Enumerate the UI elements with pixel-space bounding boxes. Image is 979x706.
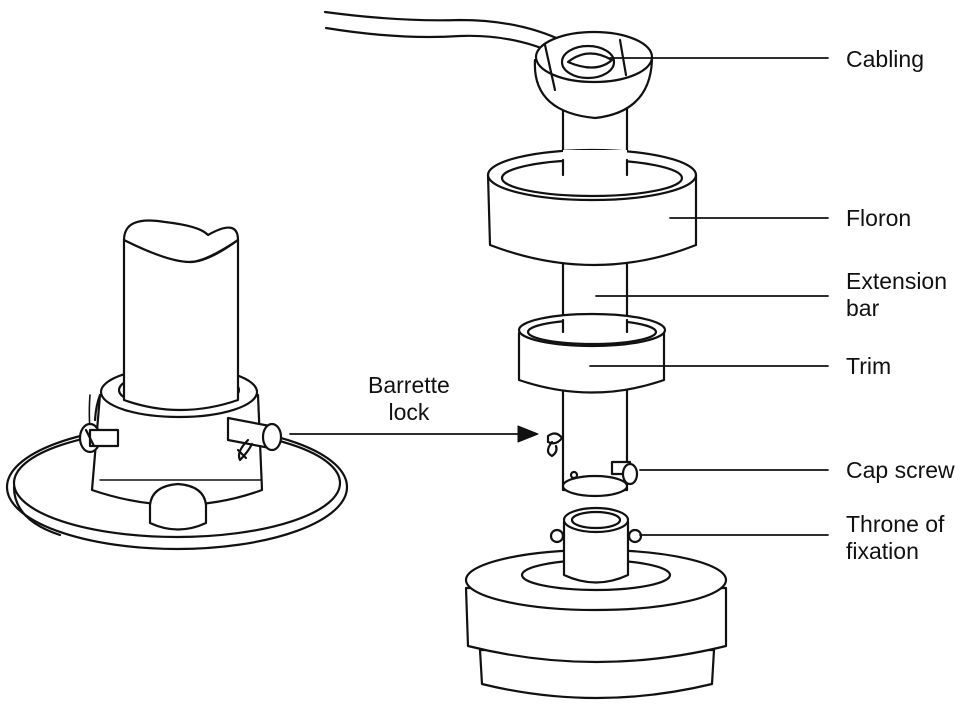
floron	[486, 148, 698, 267]
label-barrette-line2: lock	[388, 399, 430, 425]
throne-of-fixation	[464, 506, 728, 700]
label-throne-line1: Throne of	[846, 511, 945, 537]
barrette-arrowhead	[517, 425, 539, 443]
collar-barrette-lock	[226, 416, 283, 462]
label-barrette-line1: Barrette	[368, 372, 450, 398]
label-throne-line2: fixation	[846, 538, 919, 564]
trim	[517, 312, 667, 394]
inner-tube	[122, 219, 240, 412]
label-throne-of-fixation: Throne of fixation	[846, 511, 944, 565]
label-floron: Floron	[846, 205, 912, 231]
cable-cap	[533, 30, 654, 120]
label-barrette-lock: Barrette lock	[368, 372, 450, 426]
left-screw	[78, 422, 120, 454]
bar-hole	[569, 470, 579, 480]
label-extension-bar: Extension bar	[846, 268, 947, 322]
label-cabling: Cabling	[846, 46, 924, 72]
cable-wires	[323, 10, 567, 58]
label-extension-bar-line2: bar	[846, 295, 880, 321]
label-extension-bar-line1: Extension	[846, 268, 948, 294]
assembled-base-closeup	[5, 219, 349, 551]
label-cap-screw: Cap screw	[846, 457, 955, 483]
exploded-parts	[323, 10, 728, 700]
bar-cap-screw	[610, 460, 639, 486]
collar-notch	[148, 482, 208, 531]
label-trim: Trim	[846, 353, 892, 379]
leader-lines	[289, 57, 829, 536]
bar-barrette-lock	[546, 432, 564, 458]
